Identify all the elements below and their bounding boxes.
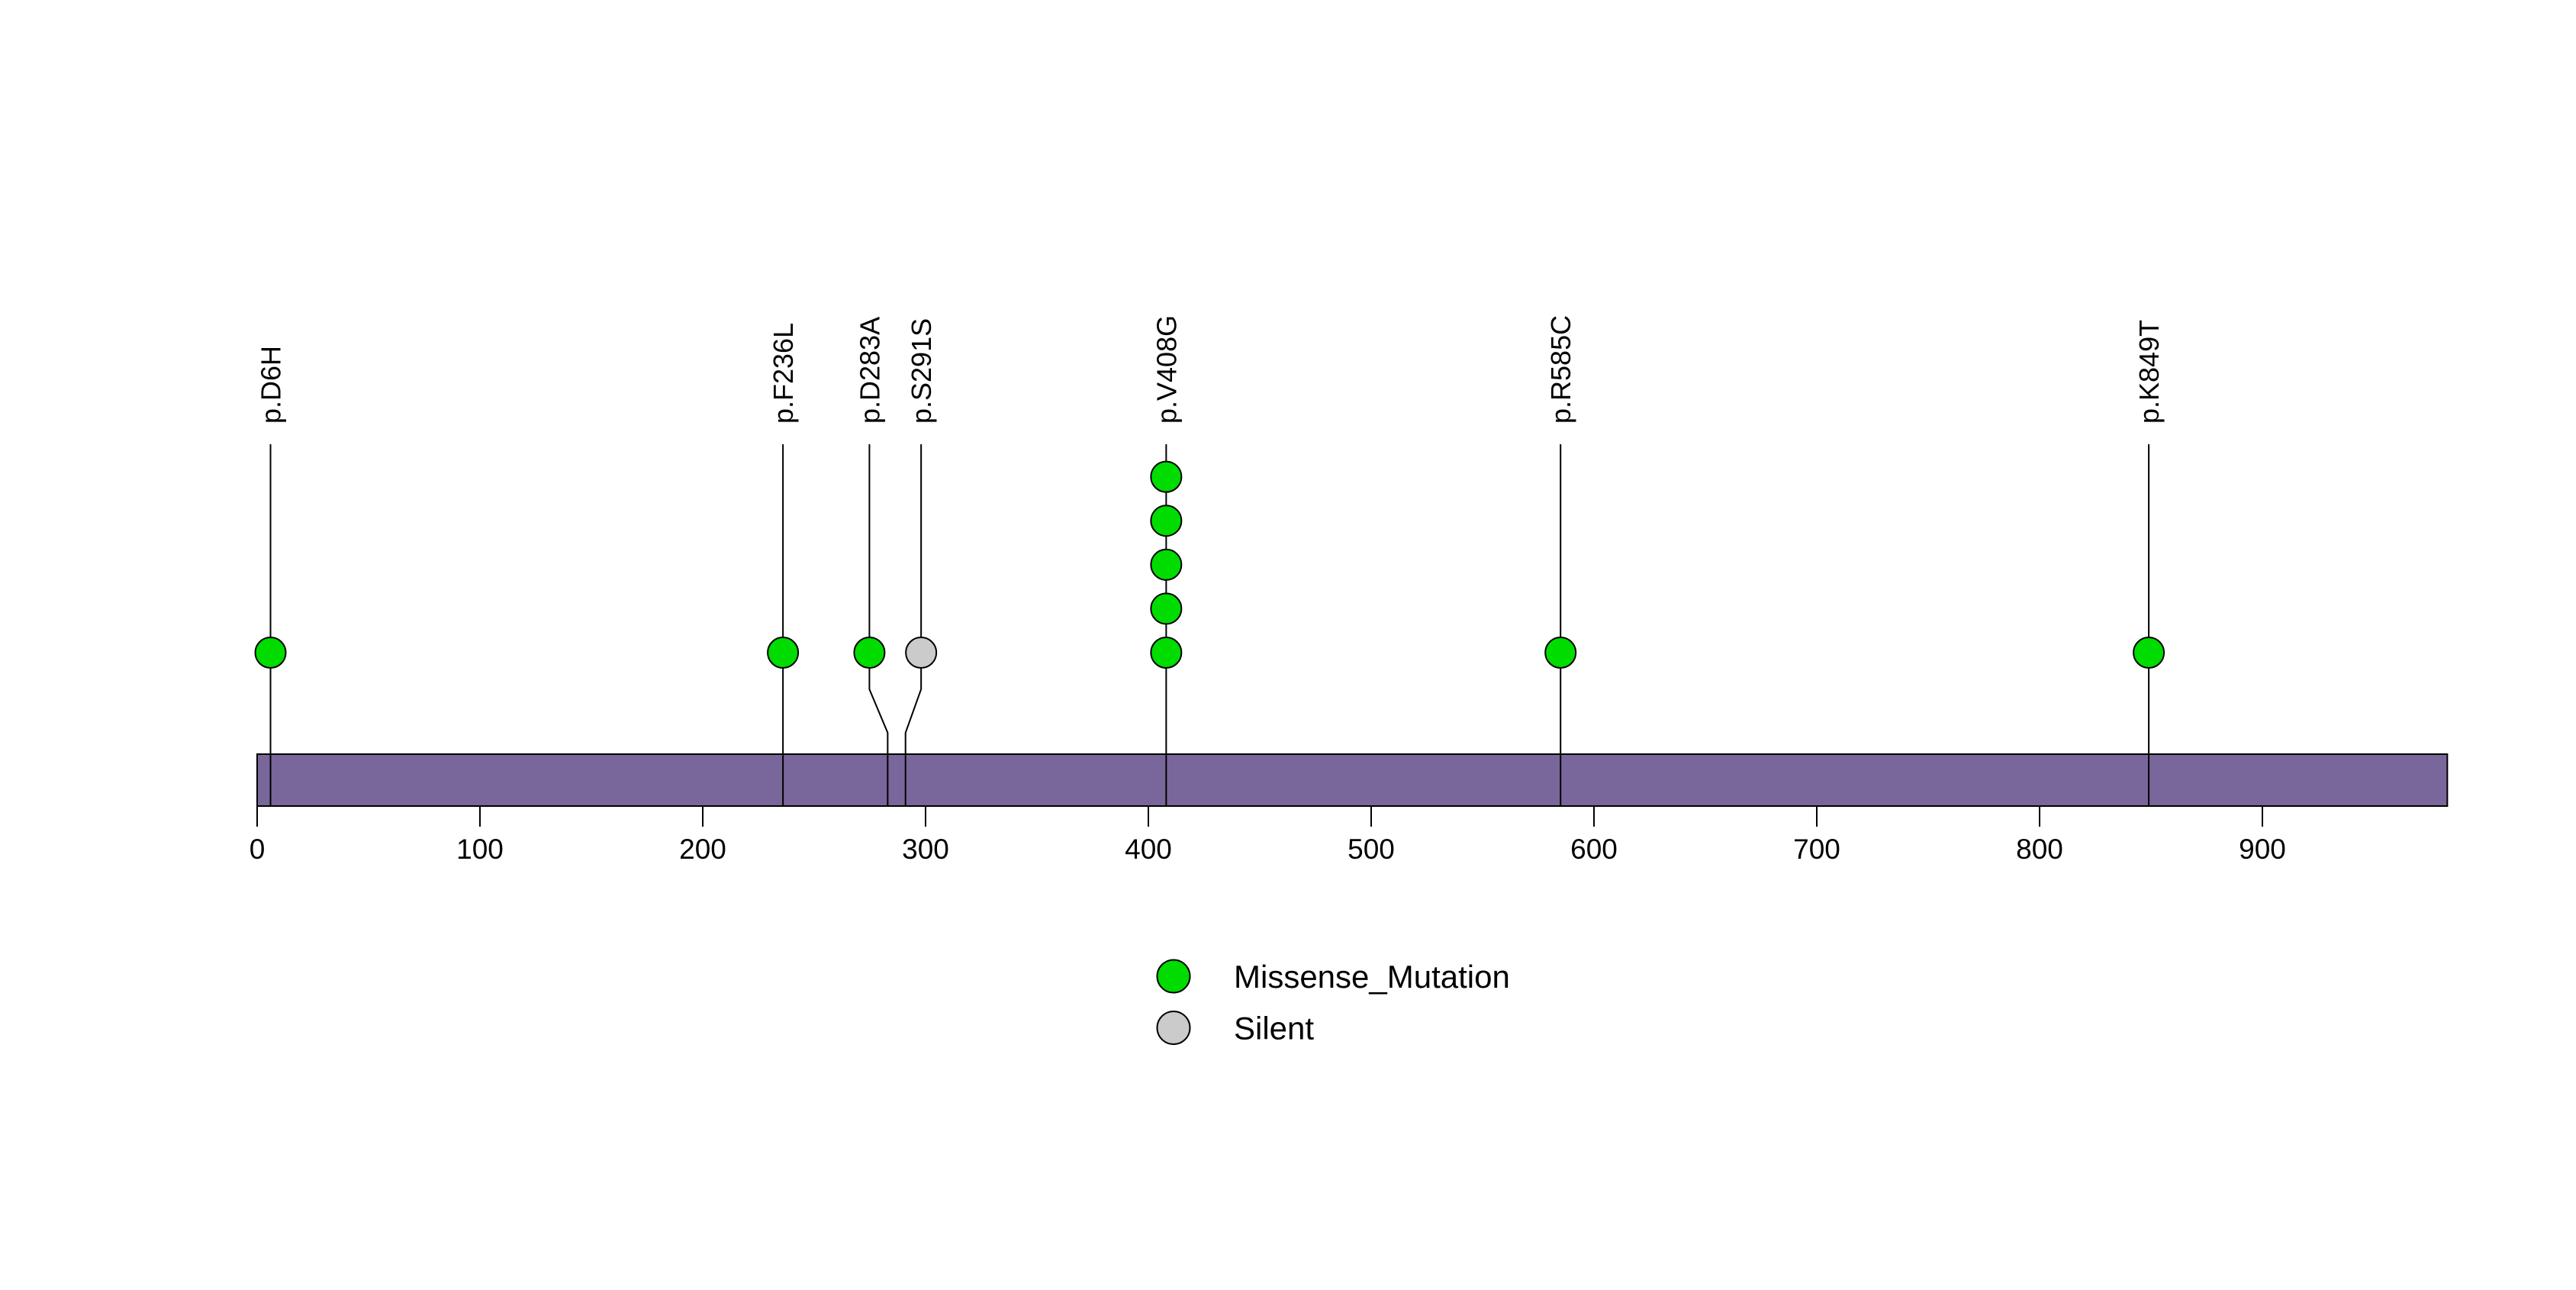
axis-tick-label: 100 [456, 834, 504, 865]
mutation-circle [1150, 460, 1183, 493]
mutation-label: p.S291S [906, 318, 937, 424]
axis-tick-label: 800 [2016, 834, 2063, 865]
legend-swatch-missense-mutation [1156, 959, 1191, 994]
legend-swatch-silent [1156, 1011, 1191, 1045]
protein-domain-bar [256, 753, 2449, 807]
mutation-circle [254, 637, 287, 669]
axis-tick-label: 700 [1793, 834, 1840, 865]
mutation-circle [1150, 505, 1183, 537]
axis-tick-label: 300 [902, 834, 949, 865]
mutation-label: p.K849T [2133, 320, 2165, 424]
mutation-circle [1150, 592, 1183, 625]
axis-tick-label: 500 [1348, 834, 1395, 865]
mutation-circle [1150, 637, 1183, 669]
mutation-circle [2133, 637, 2165, 669]
axis-tick-label: 200 [679, 834, 726, 865]
mutation-label: p.V408G [1151, 315, 1182, 424]
axis-tick-label: 400 [1125, 834, 1172, 865]
mutation-circle [1150, 548, 1183, 581]
axis-tick-label: 0 [250, 834, 266, 865]
mutation-circle [853, 637, 886, 669]
legend-label: Silent [1234, 1011, 1314, 1047]
mutation-circle [767, 637, 800, 669]
axis-tick-label: 600 [1570, 834, 1618, 865]
legend-label: Missense_Mutation [1234, 959, 1510, 995]
mutation-stem [868, 444, 889, 806]
axis-tick-label: 900 [2239, 834, 2286, 865]
mutation-label: p.R585C [1545, 315, 1576, 424]
mutation-label: p.D6H [256, 346, 287, 424]
mutation-stem [904, 444, 923, 806]
mutation-label: p.D283A [854, 317, 885, 424]
mutation-label: p.F236L [768, 323, 799, 424]
mutation-circle [905, 637, 938, 669]
mutation-circle [1544, 637, 1577, 669]
